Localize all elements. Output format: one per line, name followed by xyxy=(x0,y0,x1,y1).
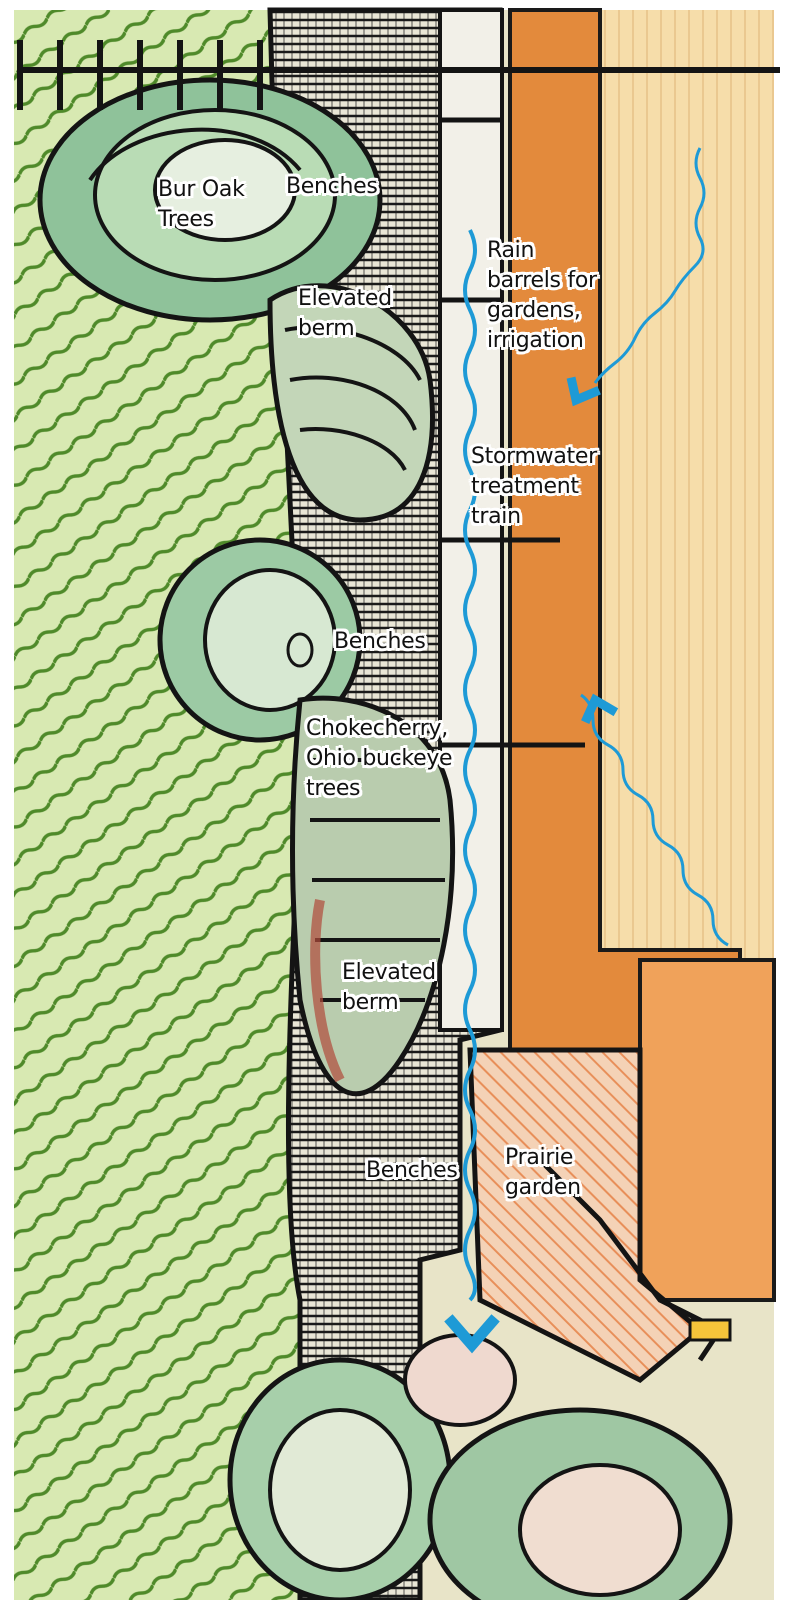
benches-middle-label: Benches xyxy=(334,627,426,657)
chokecherry-buckeye-label: Chokecherry, Ohio buckeye trees xyxy=(306,714,452,804)
rain-barrels-label: Rain barrels for gardens, irrigation xyxy=(487,236,597,356)
elevated-berm-bottom-label: Elevated berm xyxy=(342,958,436,1018)
building-wing-orange xyxy=(640,960,774,1300)
stormwater-treatment-label: Stormwater treatment train xyxy=(471,442,597,532)
bur-oak-trees-label: Bur Oak Trees xyxy=(158,175,245,235)
benches-top-label: Benches xyxy=(286,172,378,202)
elevated-berm-top-label: Elevated berm xyxy=(298,284,392,344)
benches-bottom-label: Benches xyxy=(366,1156,458,1186)
prairie-garden-label: Prairie garden xyxy=(505,1143,581,1203)
